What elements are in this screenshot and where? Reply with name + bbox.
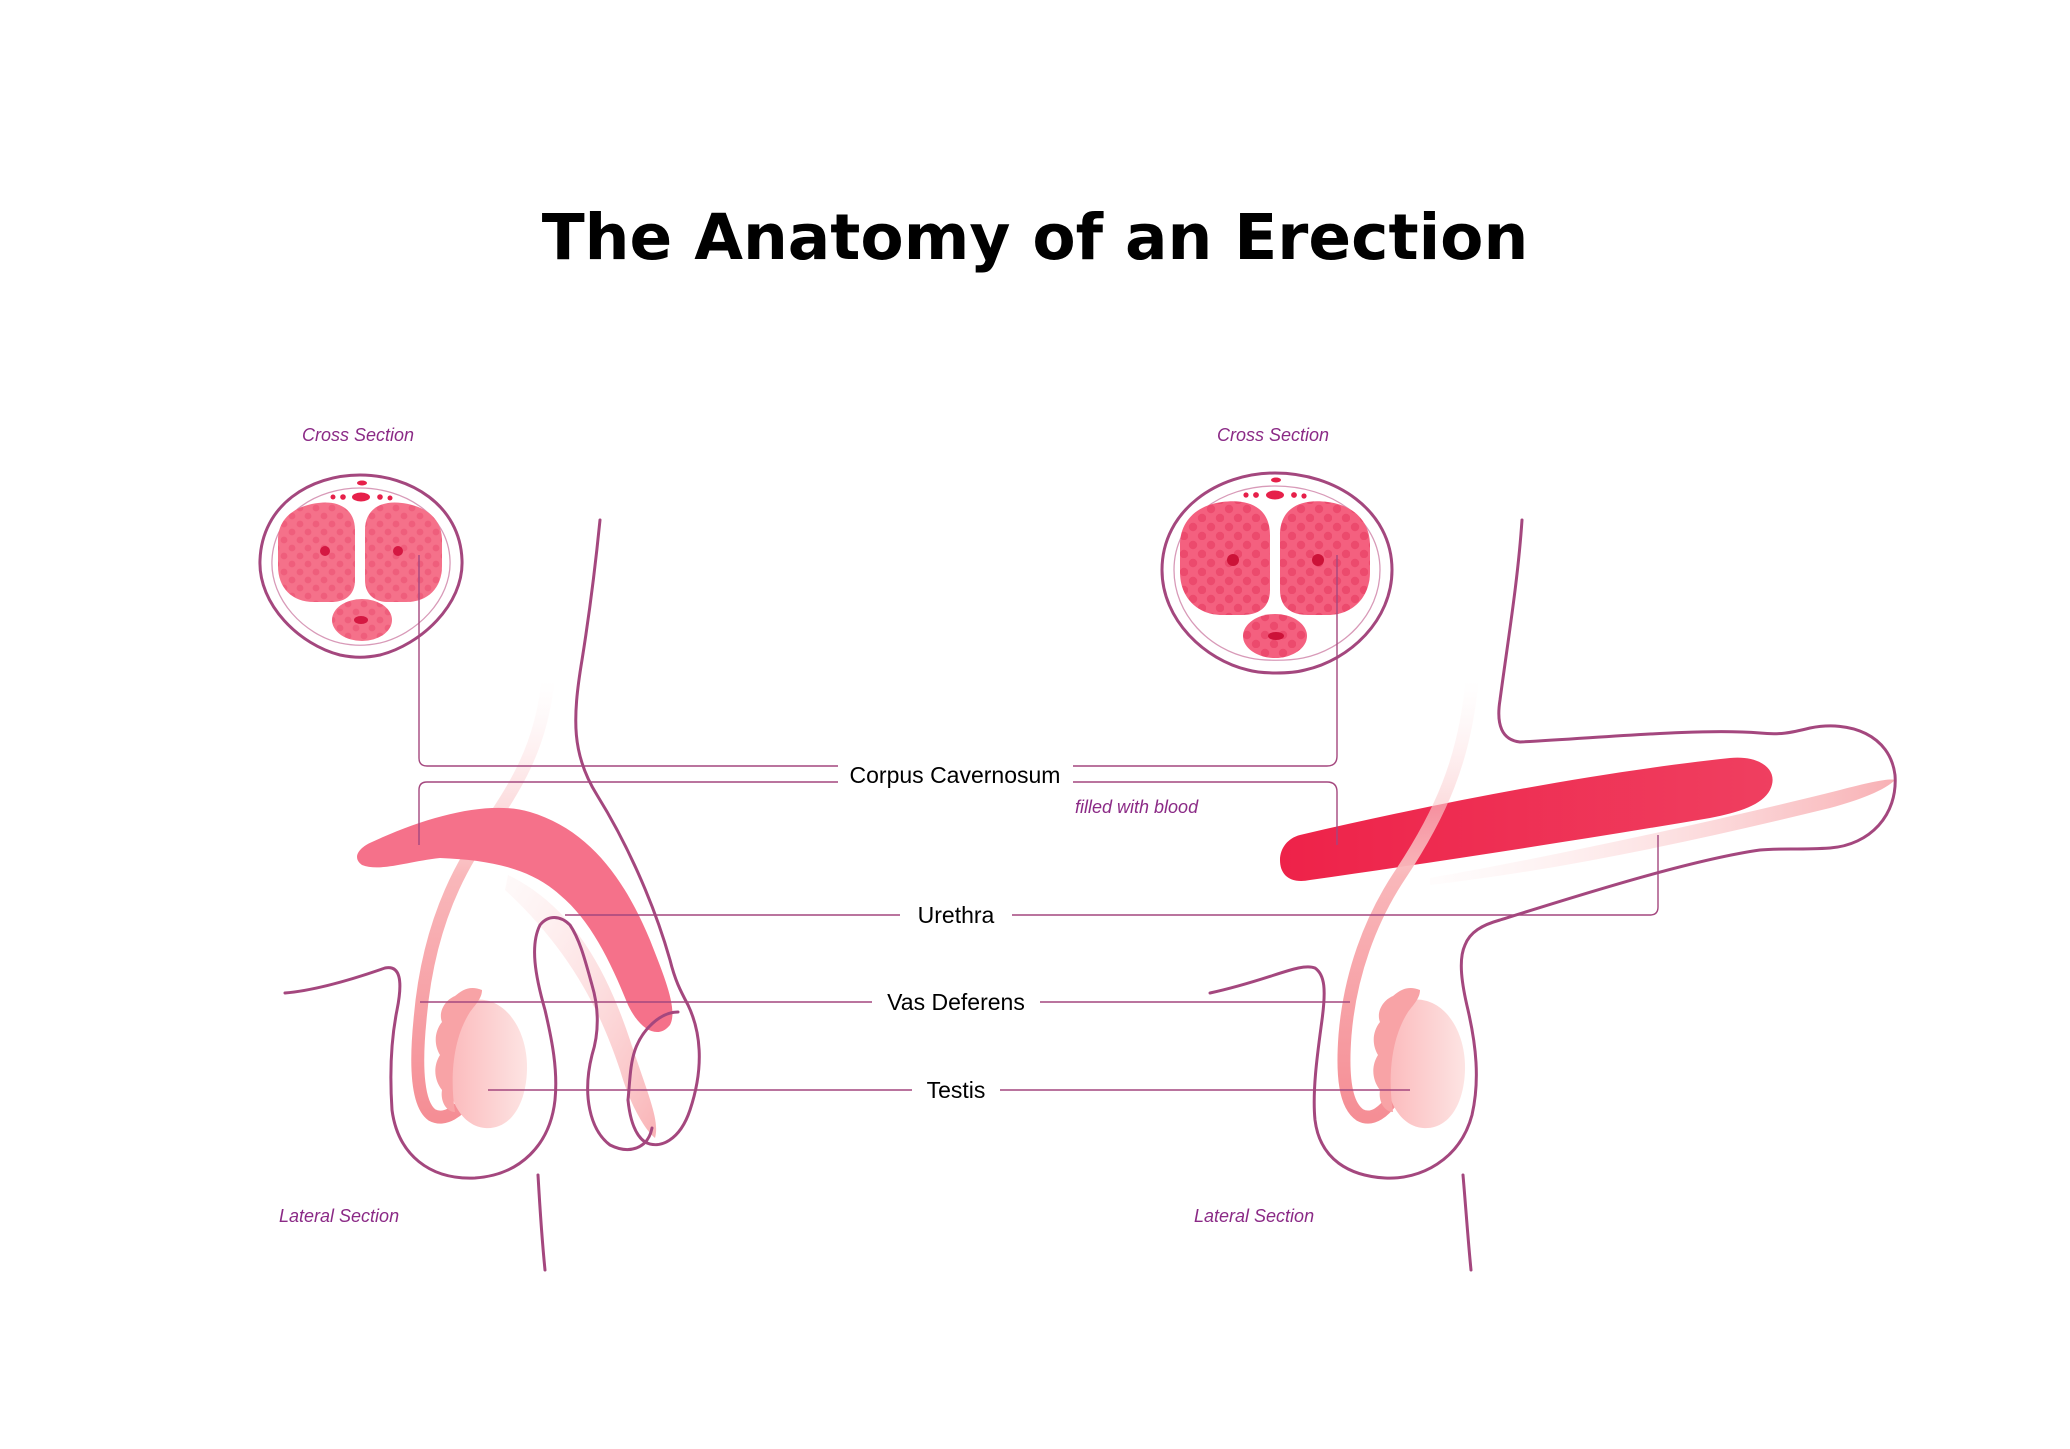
vein-dot bbox=[1301, 493, 1307, 499]
vein-dot bbox=[1271, 477, 1281, 483]
flaccid-diagram bbox=[258, 473, 701, 1272]
cross-section-inner-ring bbox=[1173, 485, 1381, 661]
urethra bbox=[1430, 779, 1895, 885]
corpus-leader-right-cross bbox=[1073, 555, 1338, 767]
body-outline-left bbox=[574, 518, 701, 1147]
body-outline-leg bbox=[1461, 1173, 1473, 1272]
cross-section-flaccid bbox=[258, 473, 464, 659]
annotation-cross-section-right: Cross Section bbox=[1217, 425, 1329, 445]
vein-dot bbox=[1243, 492, 1249, 498]
corpus-cavernosum-right-chamber bbox=[1280, 501, 1370, 615]
annotation-cross-section-left: Cross Section bbox=[302, 425, 414, 445]
vein-dot bbox=[352, 492, 370, 502]
label-testis: Testis bbox=[927, 1077, 986, 1103]
vas-deferens bbox=[1337, 673, 1479, 1124]
page-title: The Anatomy of an Erection bbox=[542, 201, 1529, 274]
urethra-dot bbox=[354, 616, 368, 624]
corpus-cavernosum-right-chamber bbox=[365, 502, 442, 602]
annotation-filled-with-blood: filled with blood bbox=[1075, 797, 1199, 817]
label-urethra: Urethra bbox=[918, 902, 995, 928]
body-outline-scrotum bbox=[283, 916, 654, 1180]
lateral-section-erect bbox=[1208, 518, 1897, 1272]
body-outline-right bbox=[1208, 518, 1897, 1180]
body-outline-leg bbox=[536, 1173, 547, 1272]
leader-lines bbox=[418, 555, 1659, 1091]
erect-diagram bbox=[1160, 471, 1897, 1272]
vein-dot bbox=[340, 494, 346, 500]
artery-dot bbox=[1227, 554, 1239, 566]
testis bbox=[1384, 999, 1466, 1129]
cross-section-erect bbox=[1160, 471, 1394, 675]
cross-section-outline bbox=[1160, 471, 1394, 675]
vein-dot bbox=[377, 494, 383, 500]
corpus-cavernosum-flaccid bbox=[357, 807, 673, 1033]
vein-dot bbox=[1253, 492, 1259, 498]
vein-dot bbox=[1266, 490, 1284, 500]
annotation-lateral-section-left: Lateral Section bbox=[279, 1206, 399, 1226]
artery-dot bbox=[320, 546, 330, 556]
testis bbox=[446, 999, 528, 1129]
vein-dot bbox=[330, 494, 336, 500]
corpus-cavernosum-left-chamber bbox=[278, 502, 355, 602]
vein-dot bbox=[1291, 492, 1297, 498]
corpus-leader-left-cross bbox=[418, 555, 838, 767]
artery-dot bbox=[1312, 554, 1324, 566]
artery-dot bbox=[393, 546, 403, 556]
lateral-section-flaccid bbox=[283, 518, 701, 1272]
annotation-lateral-section-right: Lateral Section bbox=[1194, 1206, 1314, 1226]
label-corpus-cavernosum: Corpus Cavernosum bbox=[850, 762, 1061, 788]
urethra-leader-right bbox=[1012, 835, 1659, 916]
vein-dot bbox=[387, 495, 393, 501]
corpus-leader-right-lateral bbox=[1073, 781, 1338, 845]
corpus-cavernosum-erect bbox=[1280, 757, 1773, 881]
cross-section-inner-ring bbox=[271, 487, 451, 646]
vein-dot bbox=[357, 480, 367, 486]
urethra bbox=[505, 875, 657, 1138]
urethra-dot bbox=[1268, 632, 1284, 640]
cross-section-outline bbox=[258, 473, 464, 659]
corpus-cavernosum-left-chamber bbox=[1180, 501, 1270, 615]
body-outline-glans bbox=[626, 1010, 680, 1102]
epididymis bbox=[1373, 987, 1420, 1112]
vas-deferens bbox=[411, 673, 555, 1124]
corpus-leader-left-lateral bbox=[418, 781, 838, 845]
label-vas-deferens: Vas Deferens bbox=[887, 989, 1025, 1015]
epididymis bbox=[435, 987, 482, 1112]
